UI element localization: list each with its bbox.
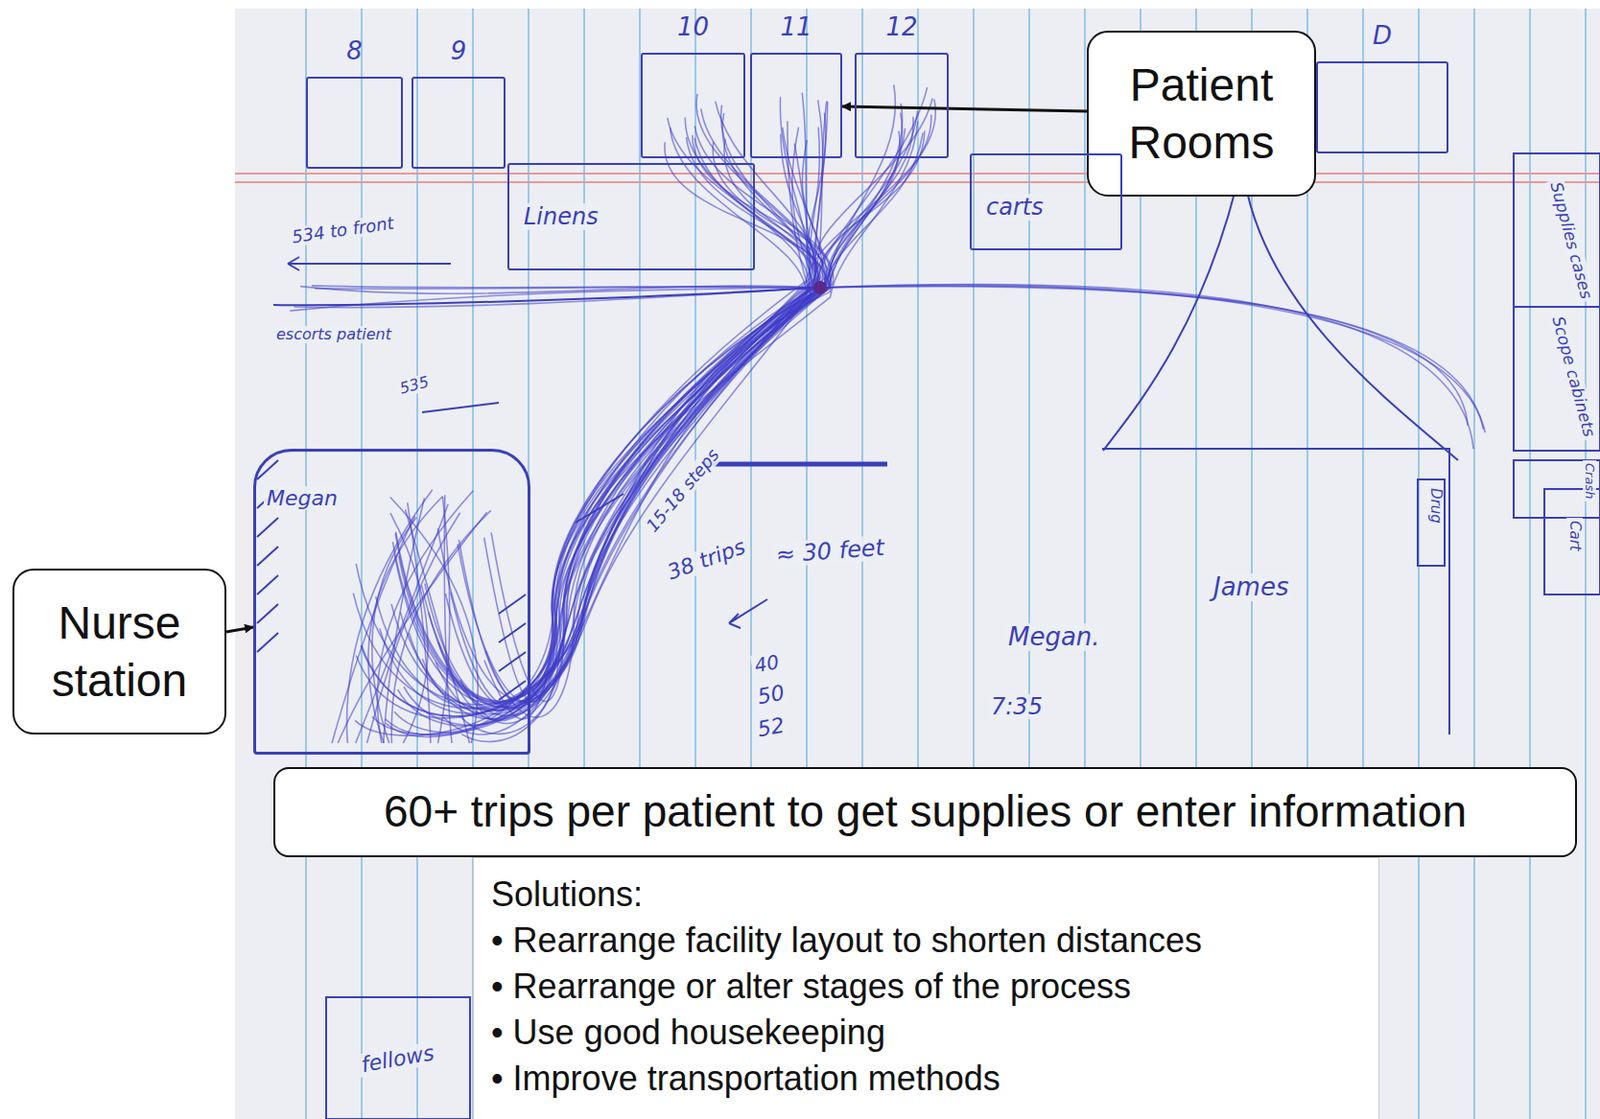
walking-path: [458, 139, 818, 703]
walking-path: [361, 108, 825, 717]
walking-path: [314, 286, 821, 289]
storage-label: Drug: [1428, 485, 1445, 527]
walking-path: [394, 103, 902, 705]
walking-path: [396, 99, 937, 703]
solution-line: • Rearrange or alter stages of the proce…: [491, 964, 1362, 1011]
sketch-walls: [257, 153, 1600, 1119]
walking-path: [394, 115, 932, 733]
room-number: D: [1317, 21, 1447, 50]
room-box: 8: [305, 76, 403, 169]
path-hub: [813, 281, 827, 295]
storage-label: Linens: [520, 203, 602, 231]
room-number: 11: [752, 12, 841, 42]
walking-path: [437, 87, 927, 702]
walking-path: [820, 283, 1474, 449]
nurse-desk: Megan: [253, 448, 531, 755]
margin-line: [235, 172, 1600, 175]
room-box: 10: [640, 52, 746, 159]
room-number: 9: [413, 36, 504, 66]
walking-path: [407, 502, 431, 744]
solution-line: • Rearrange facility layout to shorten d…: [491, 917, 1362, 965]
walking-path: [385, 100, 827, 737]
walking-path: [428, 117, 914, 712]
solutions-box: Solutions:• Rearrange facility layout to…: [472, 857, 1380, 1119]
storage-label: Cart: [1567, 517, 1584, 555]
walking-path: [398, 105, 828, 727]
walking-path: [385, 141, 832, 736]
walking-path: [337, 512, 487, 744]
summary-banner: 60+ trips per patient to get supplies or…: [273, 767, 1577, 858]
walking-path: [392, 113, 902, 704]
walking-path: [293, 287, 821, 308]
room-box: 12: [854, 52, 949, 159]
walking-path: [437, 496, 449, 744]
walking-path: [820, 285, 1483, 430]
storage-label: carts: [983, 193, 1047, 221]
tally-number: 40: [750, 651, 784, 678]
walking-path: [422, 98, 933, 720]
solution-line: • Use good housekeeping: [491, 1010, 1362, 1057]
storage-box: Linens: [507, 163, 755, 271]
callout-arrow: [226, 627, 254, 633]
trip-note: escorts patient: [273, 326, 395, 344]
walking-path: [347, 490, 433, 744]
walking-path: [391, 510, 492, 744]
time-note: 7:35: [988, 694, 1046, 720]
walking-path: [445, 94, 826, 709]
walking-path: [484, 99, 824, 703]
walking-path: [460, 93, 817, 725]
solution-line: • Improve transportation methods: [491, 1056, 1362, 1103]
callout-box: Nurse station: [12, 568, 227, 735]
walking-path: [422, 113, 822, 707]
callout-arrow: [842, 106, 1087, 112]
walking-path: [368, 495, 444, 744]
walking-path: [461, 127, 807, 743]
staff-name: James: [1210, 573, 1292, 602]
room-number: 12: [856, 12, 947, 42]
storage-label: Crash: [1582, 460, 1597, 502]
room-number: 8: [307, 36, 401, 66]
walking-path: [403, 128, 906, 726]
callout-text: Patient Rooms: [1102, 56, 1301, 172]
walking-path: [450, 96, 810, 708]
storage-box: carts: [969, 153, 1123, 251]
margin-line: [235, 181, 1600, 184]
walking-path: [820, 284, 1485, 433]
banner-text: 60+ trips per patient to get supplies or…: [383, 784, 1467, 841]
room-number: 10: [642, 12, 744, 42]
room-box: D: [1316, 61, 1449, 154]
staff-name: Megan.: [1005, 623, 1104, 652]
walking-path: [484, 127, 818, 720]
callout-text: Nurse station: [27, 594, 212, 710]
walking-path: [400, 117, 822, 712]
solution-line: Solutions:: [491, 871, 1362, 918]
walking-path: [367, 513, 461, 744]
room-box: 9: [411, 76, 506, 169]
walking-path: [485, 127, 823, 718]
walking-path: [820, 286, 1468, 426]
walking-path: [360, 131, 900, 717]
room-box: 11: [750, 52, 843, 159]
walking-path: [376, 491, 473, 744]
desk-label: Megan: [263, 486, 341, 511]
walking-path: [391, 141, 827, 710]
walking-path: [354, 120, 918, 736]
